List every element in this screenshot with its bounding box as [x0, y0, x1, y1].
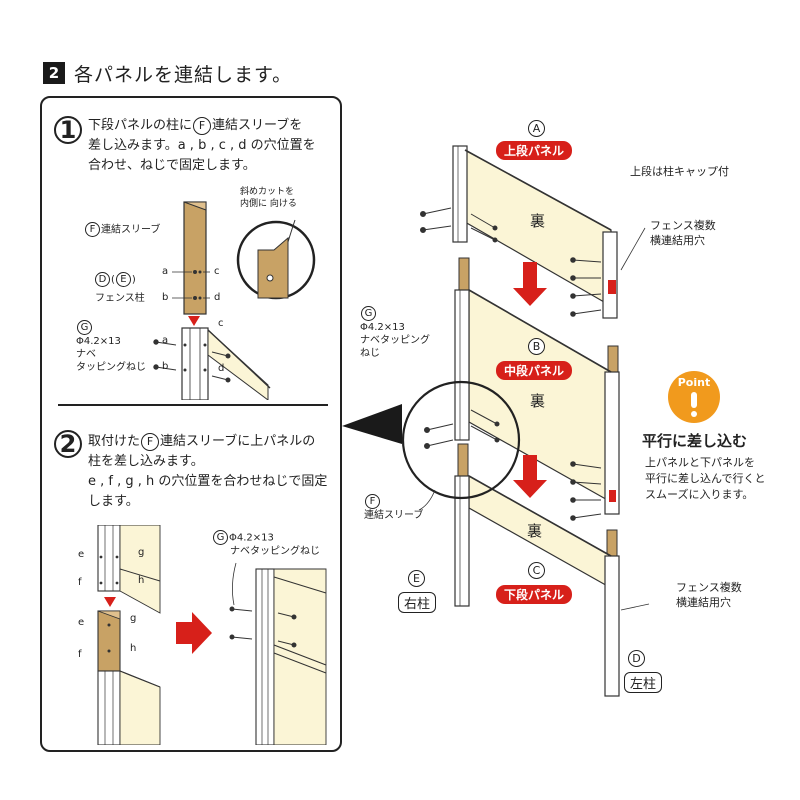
- diagram-screw-label: G Φ4.2×13 ナベタッピング ねじ: [360, 306, 430, 359]
- panel-b-back: 裏: [530, 392, 546, 410]
- panel-a-letter: A: [528, 120, 545, 137]
- panel-a-tag: 上段パネル: [496, 141, 573, 160]
- middle-panel: [454, 257, 620, 515]
- hole-a: a: [162, 266, 169, 277]
- instruction-box: [40, 96, 342, 752]
- callout-pointer: [342, 404, 402, 444]
- point-description: 上パネルと下パネルを 平行に差し込んで行くと スムーズに入ります。: [645, 456, 766, 501]
- exclamation-icon: [691, 392, 697, 417]
- section2-number: 2: [54, 430, 82, 458]
- hole-g-lower: g: [130, 613, 137, 624]
- post-label: D(E): [94, 272, 136, 287]
- hole-f-upper: f: [78, 577, 82, 588]
- fence-post: [181, 327, 209, 400]
- section1-number: 1: [54, 116, 82, 144]
- panel-b-tag: 中段パネル: [496, 361, 573, 380]
- panel-c-letter: C: [528, 562, 545, 579]
- hole-h-lower: h: [130, 643, 137, 654]
- hole-b: b: [162, 292, 169, 303]
- left-post-letter: D: [628, 650, 645, 667]
- left-post-tag: 左柱: [624, 672, 663, 693]
- hole-g-upper: g: [138, 547, 145, 558]
- step-number-badge: 2: [43, 62, 65, 84]
- panel-b-letter: B: [528, 338, 545, 355]
- assembly-diagram: [401, 145, 650, 697]
- part-f-circle: F: [85, 222, 100, 237]
- right-post-letter: E: [408, 570, 425, 587]
- hole-note-2: フェンス複数 横連結用穴: [676, 581, 742, 609]
- right-post-tag: 右柱: [398, 592, 437, 613]
- point-title: 平行に差し込む: [642, 432, 748, 450]
- next-step-arrow: [176, 612, 212, 654]
- hole-e-upper: e: [78, 549, 85, 560]
- panel-a-back: 裏: [530, 212, 546, 230]
- sleeve-insertion-illustration: [153, 201, 316, 400]
- detail-circle: [401, 380, 521, 500]
- hole-h-upper: h: [138, 575, 145, 586]
- diagram-sleeve-label: F 連結スリーブ: [364, 494, 424, 521]
- part-f-circle: F: [193, 116, 212, 135]
- upper-panel: [452, 145, 618, 319]
- cut-note: 斜めカットを 内側に 向ける: [240, 187, 297, 209]
- post-label-text: フェンス柱: [95, 293, 145, 304]
- panel-c-back: 裏: [527, 522, 543, 540]
- panel-c-tag: 下段パネル: [496, 585, 573, 604]
- hole-c: c: [214, 266, 220, 277]
- screw-label: G Φ4.2×13 ナベ タッピングねじ: [76, 320, 146, 373]
- step-heading: 各パネルを連結します。: [74, 64, 293, 86]
- hole-f-lower: f: [78, 649, 82, 660]
- hole-d: d: [214, 292, 221, 303]
- cap-note: 上段は柱キャップ付: [630, 165, 729, 178]
- hole-e-lower: e: [78, 617, 85, 628]
- point-badge-text: Point: [677, 376, 711, 389]
- hole-note-1: フェンス複数 横連結用穴: [650, 219, 716, 247]
- section-divider: [58, 404, 328, 406]
- panel-connection-illustration: [97, 525, 327, 745]
